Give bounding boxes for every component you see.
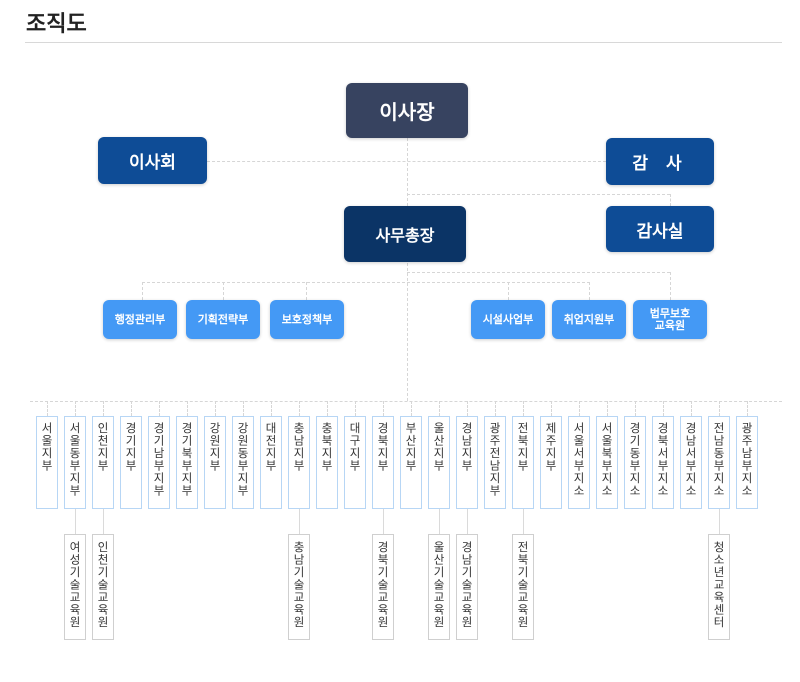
dept-admin[interactable]: 행정관리부 bbox=[103, 300, 177, 339]
connector-drop bbox=[327, 401, 328, 416]
dept-protection-policy[interactable]: 보호정책부 bbox=[270, 300, 344, 339]
connector-drop bbox=[47, 401, 48, 416]
connector-edu bbox=[383, 509, 384, 534]
connector-drop bbox=[607, 401, 608, 416]
connector-edu bbox=[75, 509, 76, 534]
connector-drop bbox=[635, 401, 636, 416]
connector-drop bbox=[131, 401, 132, 416]
connector-drop bbox=[747, 401, 748, 416]
connector-audit-office-drop bbox=[670, 194, 671, 206]
connector-edu bbox=[467, 509, 468, 534]
connector-drop bbox=[691, 401, 692, 416]
connector-drop bbox=[299, 401, 300, 416]
branch-box[interactable]: 대전지부 bbox=[260, 416, 282, 509]
connector-drop bbox=[551, 401, 552, 416]
connector-drop bbox=[663, 401, 664, 416]
dept-legal-academy[interactable]: 법무보호 교육원 bbox=[633, 300, 707, 339]
connector-edu bbox=[523, 509, 524, 534]
connector-depts bbox=[142, 282, 590, 283]
page-title: 조직도 bbox=[26, 12, 87, 37]
branch-box[interactable]: 경기남부지부 bbox=[148, 416, 170, 509]
education-center-box[interactable]: 경북기술교육원 bbox=[372, 534, 394, 640]
secretary-general-box[interactable]: 사무총장 bbox=[344, 206, 466, 262]
branch-box[interactable]: 광주전남지부 bbox=[484, 416, 506, 509]
connector-drop bbox=[523, 401, 524, 416]
education-center-box[interactable]: 인천기술교육원 bbox=[92, 534, 114, 640]
branch-box[interactable]: 경기지부 bbox=[120, 416, 142, 509]
board-box[interactable]: 이사회 bbox=[98, 137, 207, 184]
branch-box[interactable]: 강원동부지부 bbox=[232, 416, 254, 509]
connector-drop bbox=[103, 401, 104, 416]
connector-drop bbox=[719, 401, 720, 416]
branch-box[interactable]: 전북지부 bbox=[512, 416, 534, 509]
branch-box[interactable]: 충남지부 bbox=[288, 416, 310, 509]
connector-edu bbox=[439, 509, 440, 534]
dept-planning[interactable]: 기획전략부 bbox=[186, 300, 260, 339]
branch-box[interactable]: 강원지부 bbox=[204, 416, 226, 509]
branch-box[interactable]: 충북지부 bbox=[316, 416, 338, 509]
connector-drop bbox=[223, 282, 224, 300]
branch-box[interactable]: 서울동부지부 bbox=[64, 416, 86, 509]
branch-box[interactable]: 서울지부 bbox=[36, 416, 58, 509]
branch-box[interactable]: 광주남부지소 bbox=[736, 416, 758, 509]
branch-box[interactable]: 서울서부지소 bbox=[568, 416, 590, 509]
chairman-box[interactable]: 이사장 bbox=[346, 83, 468, 138]
connector-edu bbox=[103, 509, 104, 534]
education-center-box[interactable]: 경남기술교육원 bbox=[456, 534, 478, 640]
connector-drop bbox=[75, 401, 76, 416]
education-center-box[interactable]: 전북기술교육원 bbox=[512, 534, 534, 640]
dept-facilities[interactable]: 시설사업부 bbox=[471, 300, 545, 339]
connector-drop bbox=[670, 272, 671, 300]
connector-edu bbox=[299, 509, 300, 534]
connector-edu bbox=[719, 509, 720, 534]
education-center-box[interactable]: 청소년교육센터 bbox=[708, 534, 730, 640]
branch-box[interactable]: 울산지부 bbox=[428, 416, 450, 509]
dept-employment[interactable]: 취업지원부 bbox=[552, 300, 626, 339]
connector-drop bbox=[306, 282, 307, 300]
branch-box[interactable]: 부산지부 bbox=[400, 416, 422, 509]
branch-box[interactable]: 경기북부지부 bbox=[176, 416, 198, 509]
connector-drop bbox=[495, 401, 496, 416]
branch-box[interactable]: 경북서부지소 bbox=[652, 416, 674, 509]
connector-drop bbox=[159, 401, 160, 416]
connector-drop bbox=[579, 401, 580, 416]
connector-drop bbox=[187, 401, 188, 416]
connector-drop bbox=[383, 401, 384, 416]
branch-box[interactable]: 전남동부지소 bbox=[708, 416, 730, 509]
connector-board-auditor bbox=[207, 161, 606, 162]
connector-drop bbox=[467, 401, 468, 416]
connector-academy bbox=[407, 272, 670, 273]
title-divider bbox=[25, 42, 782, 43]
connector-main bbox=[407, 138, 408, 401]
connector-drop bbox=[589, 282, 590, 300]
connector-branches bbox=[30, 401, 782, 402]
connector-audit-office bbox=[407, 194, 670, 195]
connector-drop bbox=[355, 401, 356, 416]
branch-box[interactable]: 인천지부 bbox=[92, 416, 114, 509]
connector-drop bbox=[411, 401, 412, 416]
audit-office-box[interactable]: 감사실 bbox=[606, 206, 714, 252]
education-center-box[interactable]: 울산기술교육원 bbox=[428, 534, 450, 640]
education-center-box[interactable]: 여성기술교육원 bbox=[64, 534, 86, 640]
branch-box[interactable]: 경북지부 bbox=[372, 416, 394, 509]
branch-box[interactable]: 제주지부 bbox=[540, 416, 562, 509]
connector-drop bbox=[142, 282, 143, 300]
connector-drop bbox=[243, 401, 244, 416]
education-center-box[interactable]: 충남기술교육원 bbox=[288, 534, 310, 640]
connector-drop bbox=[439, 401, 440, 416]
branch-box[interactable]: 경기동부지소 bbox=[624, 416, 646, 509]
branch-box[interactable]: 서울북부지소 bbox=[596, 416, 618, 509]
connector-drop bbox=[215, 401, 216, 416]
branch-box[interactable]: 대구지부 bbox=[344, 416, 366, 509]
branch-box[interactable]: 경남지부 bbox=[456, 416, 478, 509]
connector-drop bbox=[508, 282, 509, 300]
auditor-box[interactable]: 감 사 bbox=[606, 138, 714, 185]
connector-drop bbox=[271, 401, 272, 416]
branch-box[interactable]: 경남서부지소 bbox=[680, 416, 702, 509]
